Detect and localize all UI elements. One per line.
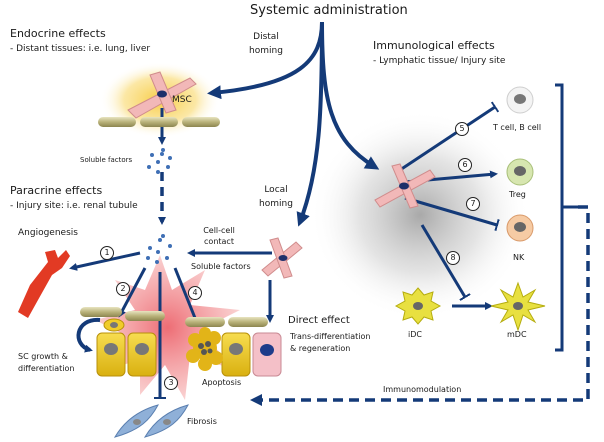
dendritic-cells [394,281,546,332]
diagram-title: Systemic administration [250,3,408,18]
step-number-1: 1 [100,246,114,260]
arrow-8-dc [420,224,465,297]
paracrine-heading: Paracrine effects [10,184,103,197]
sc-growth-label-1: SC growth & [18,352,68,361]
distal-homing-label-2: homing [249,46,283,56]
immune-bracket [555,83,578,352]
immunomodulation-label: Immunomodulation [383,385,462,394]
cell-contact-label-2: contact [204,237,234,246]
blood-vessel [18,250,70,318]
step-number-4: 4 [188,286,202,300]
systemic-arrows [207,21,380,227]
direct-effect-detail-1: Trans-differentiation [290,332,371,341]
soluble-factors-dots-center [146,234,172,264]
fibrosis-label: Fibrosis [187,417,217,426]
soluble-factors-dots-top [147,148,172,174]
endocrine-heading: Endocrine effects [10,27,106,40]
paracrine-detail: - Injury site: i.e. renal tubule [10,201,138,211]
idc-label: iDC [408,330,422,339]
distal-homing-label-1: Distal [253,32,279,42]
local-homing-label-1: Local [264,185,288,195]
cell-contact-label-1: Cell-cell [203,226,235,235]
direct-effect-detail-2: & regeneration [290,344,351,353]
immunological-detail: - Lymphatic tissue/ Injury site [373,56,506,66]
sc-growth-curved-arrow [76,317,101,353]
arrow-5-tcell [399,107,495,172]
msc-cell-immune [374,163,436,209]
vessel-rods-endocrine [98,117,220,127]
endocrine-detail: - Distant tissues: i.e. lung, liver [10,44,151,54]
msc-label: MSC [172,95,192,105]
arrow-2-sc-growth [118,267,147,318]
mdc-label: mDC [507,330,527,339]
direct-effect-heading: Direct effect [288,315,350,326]
arrow-1-angiogenesis [69,251,141,271]
arrow-7-nk [404,196,497,225]
immunomodulation-dashed-path [262,205,590,402]
arrow-4-apoptosis [173,267,197,323]
step-number-6: 6 [458,158,472,172]
soluble-factors-label-top: Soluble factors [80,156,133,164]
fibroblasts [113,404,189,438]
immune-cells [506,86,534,242]
msc-cell-local [261,237,303,279]
local-homing-label-2: homing [259,199,293,209]
angiogenesis-label: Angiogenesis [18,228,78,238]
apoptotic-cell [186,327,223,371]
msc-cell-endocrine [127,71,197,119]
nk-label: NK [513,253,525,262]
immunological-heading: Immunological effects [373,39,495,52]
step-number-3: 3 [164,376,178,390]
step-number-7: 7 [466,197,480,211]
sc-growth-label-2: differentiation [18,364,75,373]
apoptosis-label: Apoptosis [202,378,242,387]
immunomodulation-arrowhead [250,394,262,406]
immune-halo [310,110,530,320]
tubule-cells [96,318,282,377]
step-number-5: 5 [455,122,469,136]
step-number-2: 2 [116,282,130,296]
tubule-rods [80,307,268,327]
step-number-8: 8 [446,251,460,265]
treg-label: Treg [509,190,526,199]
tcell-bcell-label: T cell, B cell [493,123,542,132]
soluble-factors-label-center: Soluble factors [191,262,251,271]
